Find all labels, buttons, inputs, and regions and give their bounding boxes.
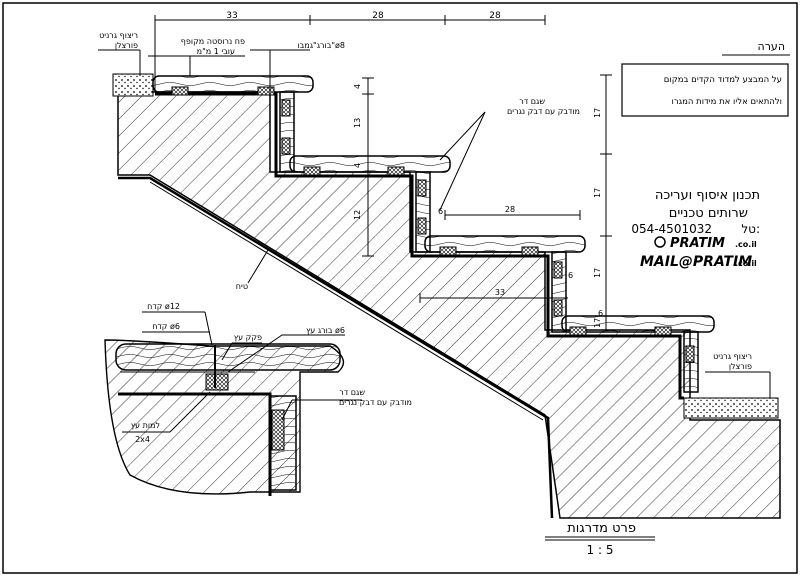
note-box bbox=[621, 63, 789, 117]
steel-lining bbox=[155, 92, 684, 400]
label-tile-right-1: ריצוף גרניט bbox=[713, 352, 752, 361]
company-line-2: שרותים טכניים bbox=[669, 206, 748, 221]
label-wood-bolt: בורג עץ ø6 bbox=[306, 326, 345, 335]
mid-dimensions bbox=[419, 210, 581, 303]
leader-shim bbox=[439, 111, 486, 161]
leader-plug-v bbox=[221, 342, 233, 361]
leader-shim-detail-v bbox=[281, 399, 293, 421]
label-bolt-top: בורג"גמבו"ø8 bbox=[297, 41, 345, 50]
floor-tile-right bbox=[683, 397, 779, 419]
leader-plaster bbox=[247, 249, 269, 284]
label-tile-right-2: פורצלן bbox=[729, 362, 752, 371]
dim-top-33: 33 bbox=[226, 11, 237, 21]
detail-bubble bbox=[104, 339, 345, 496]
right-dimension bbox=[600, 74, 612, 331]
company-phone: 054-4501032 bbox=[631, 222, 712, 236]
dim-six-c: 6 bbox=[598, 309, 603, 318]
mail-text: MAIL@PRATIM bbox=[640, 254, 752, 270]
soffit-line bbox=[118, 176, 554, 519]
company-phone-label: טל: bbox=[741, 222, 760, 236]
label-shim-detail-2: מודבק עם דבק נגרים bbox=[339, 398, 412, 407]
leader-wood-bolt-v bbox=[227, 334, 283, 373]
logo-suffix: .co.il bbox=[735, 240, 757, 249]
label-drill-6: קדח ø6 bbox=[152, 322, 180, 331]
dim-top-28b: 28 bbox=[489, 11, 501, 21]
dim-six-a: 6 bbox=[438, 207, 443, 216]
note-header: הערה bbox=[758, 40, 785, 53]
label-plate-1: פח נרוסטה מקופף bbox=[181, 37, 245, 46]
dim-mid-33: 33 bbox=[495, 288, 505, 297]
dim-left-4a: 4 bbox=[353, 84, 362, 89]
dim-left-13: 13 bbox=[353, 118, 362, 128]
dim-right-17b: 17 bbox=[593, 188, 602, 198]
note-line-1: על המבצע למדוד הקדים במקום bbox=[664, 75, 782, 85]
logo-icon bbox=[654, 236, 666, 248]
label-shim-detail-1: שגם דר bbox=[339, 388, 365, 397]
label-tile-left-2: פורצלן bbox=[115, 41, 138, 50]
company-line-1: תכנון איסוף ועריכה bbox=[655, 188, 760, 203]
label-drill-12: קדח ø12 bbox=[147, 302, 180, 311]
dim-six-b: 6 bbox=[568, 271, 573, 280]
dim-mid-28: 28 bbox=[505, 205, 515, 214]
top-dimension bbox=[154, 15, 546, 90]
wood-blocks bbox=[171, 86, 695, 363]
title-main: פרט מדרגות bbox=[567, 521, 636, 536]
dim-right-17d: 17 bbox=[593, 318, 602, 328]
label-tile-left-1: ריצוף גרניט bbox=[99, 31, 138, 40]
dim-right-17a: 17 bbox=[593, 108, 602, 118]
label-slat-2: 2x4 bbox=[135, 435, 150, 444]
mail-suffix: .co.il bbox=[735, 259, 757, 268]
dim-top-28a: 28 bbox=[372, 11, 384, 21]
dim-right-17c: 17 bbox=[593, 268, 602, 278]
label-slat-1: למות עץ bbox=[131, 421, 160, 430]
label-wood-plug: פקק עץ bbox=[234, 333, 262, 342]
dim-left-4b: 4 bbox=[353, 163, 362, 168]
leader-drill-12-v bbox=[204, 311, 213, 346]
logo-text: PRATIM bbox=[670, 236, 725, 251]
label-plate-2: עובי 1 מ"מ bbox=[197, 47, 235, 56]
note-line-2: ולהתאים אליו את מידות המגרו bbox=[672, 97, 782, 107]
leader-shim-2 bbox=[439, 111, 486, 211]
title-scale: 1 : 5 bbox=[587, 543, 614, 557]
label-shim-1: שגם דר bbox=[519, 97, 545, 106]
dim-left-12: 12 bbox=[353, 210, 362, 220]
leader-slat-v bbox=[169, 391, 211, 433]
label-shim-2: מודבק עם דבק נגרים bbox=[507, 107, 580, 116]
floor-tile-left bbox=[112, 73, 154, 97]
label-plaster: טיח bbox=[236, 282, 248, 291]
left-dimension bbox=[362, 77, 374, 257]
